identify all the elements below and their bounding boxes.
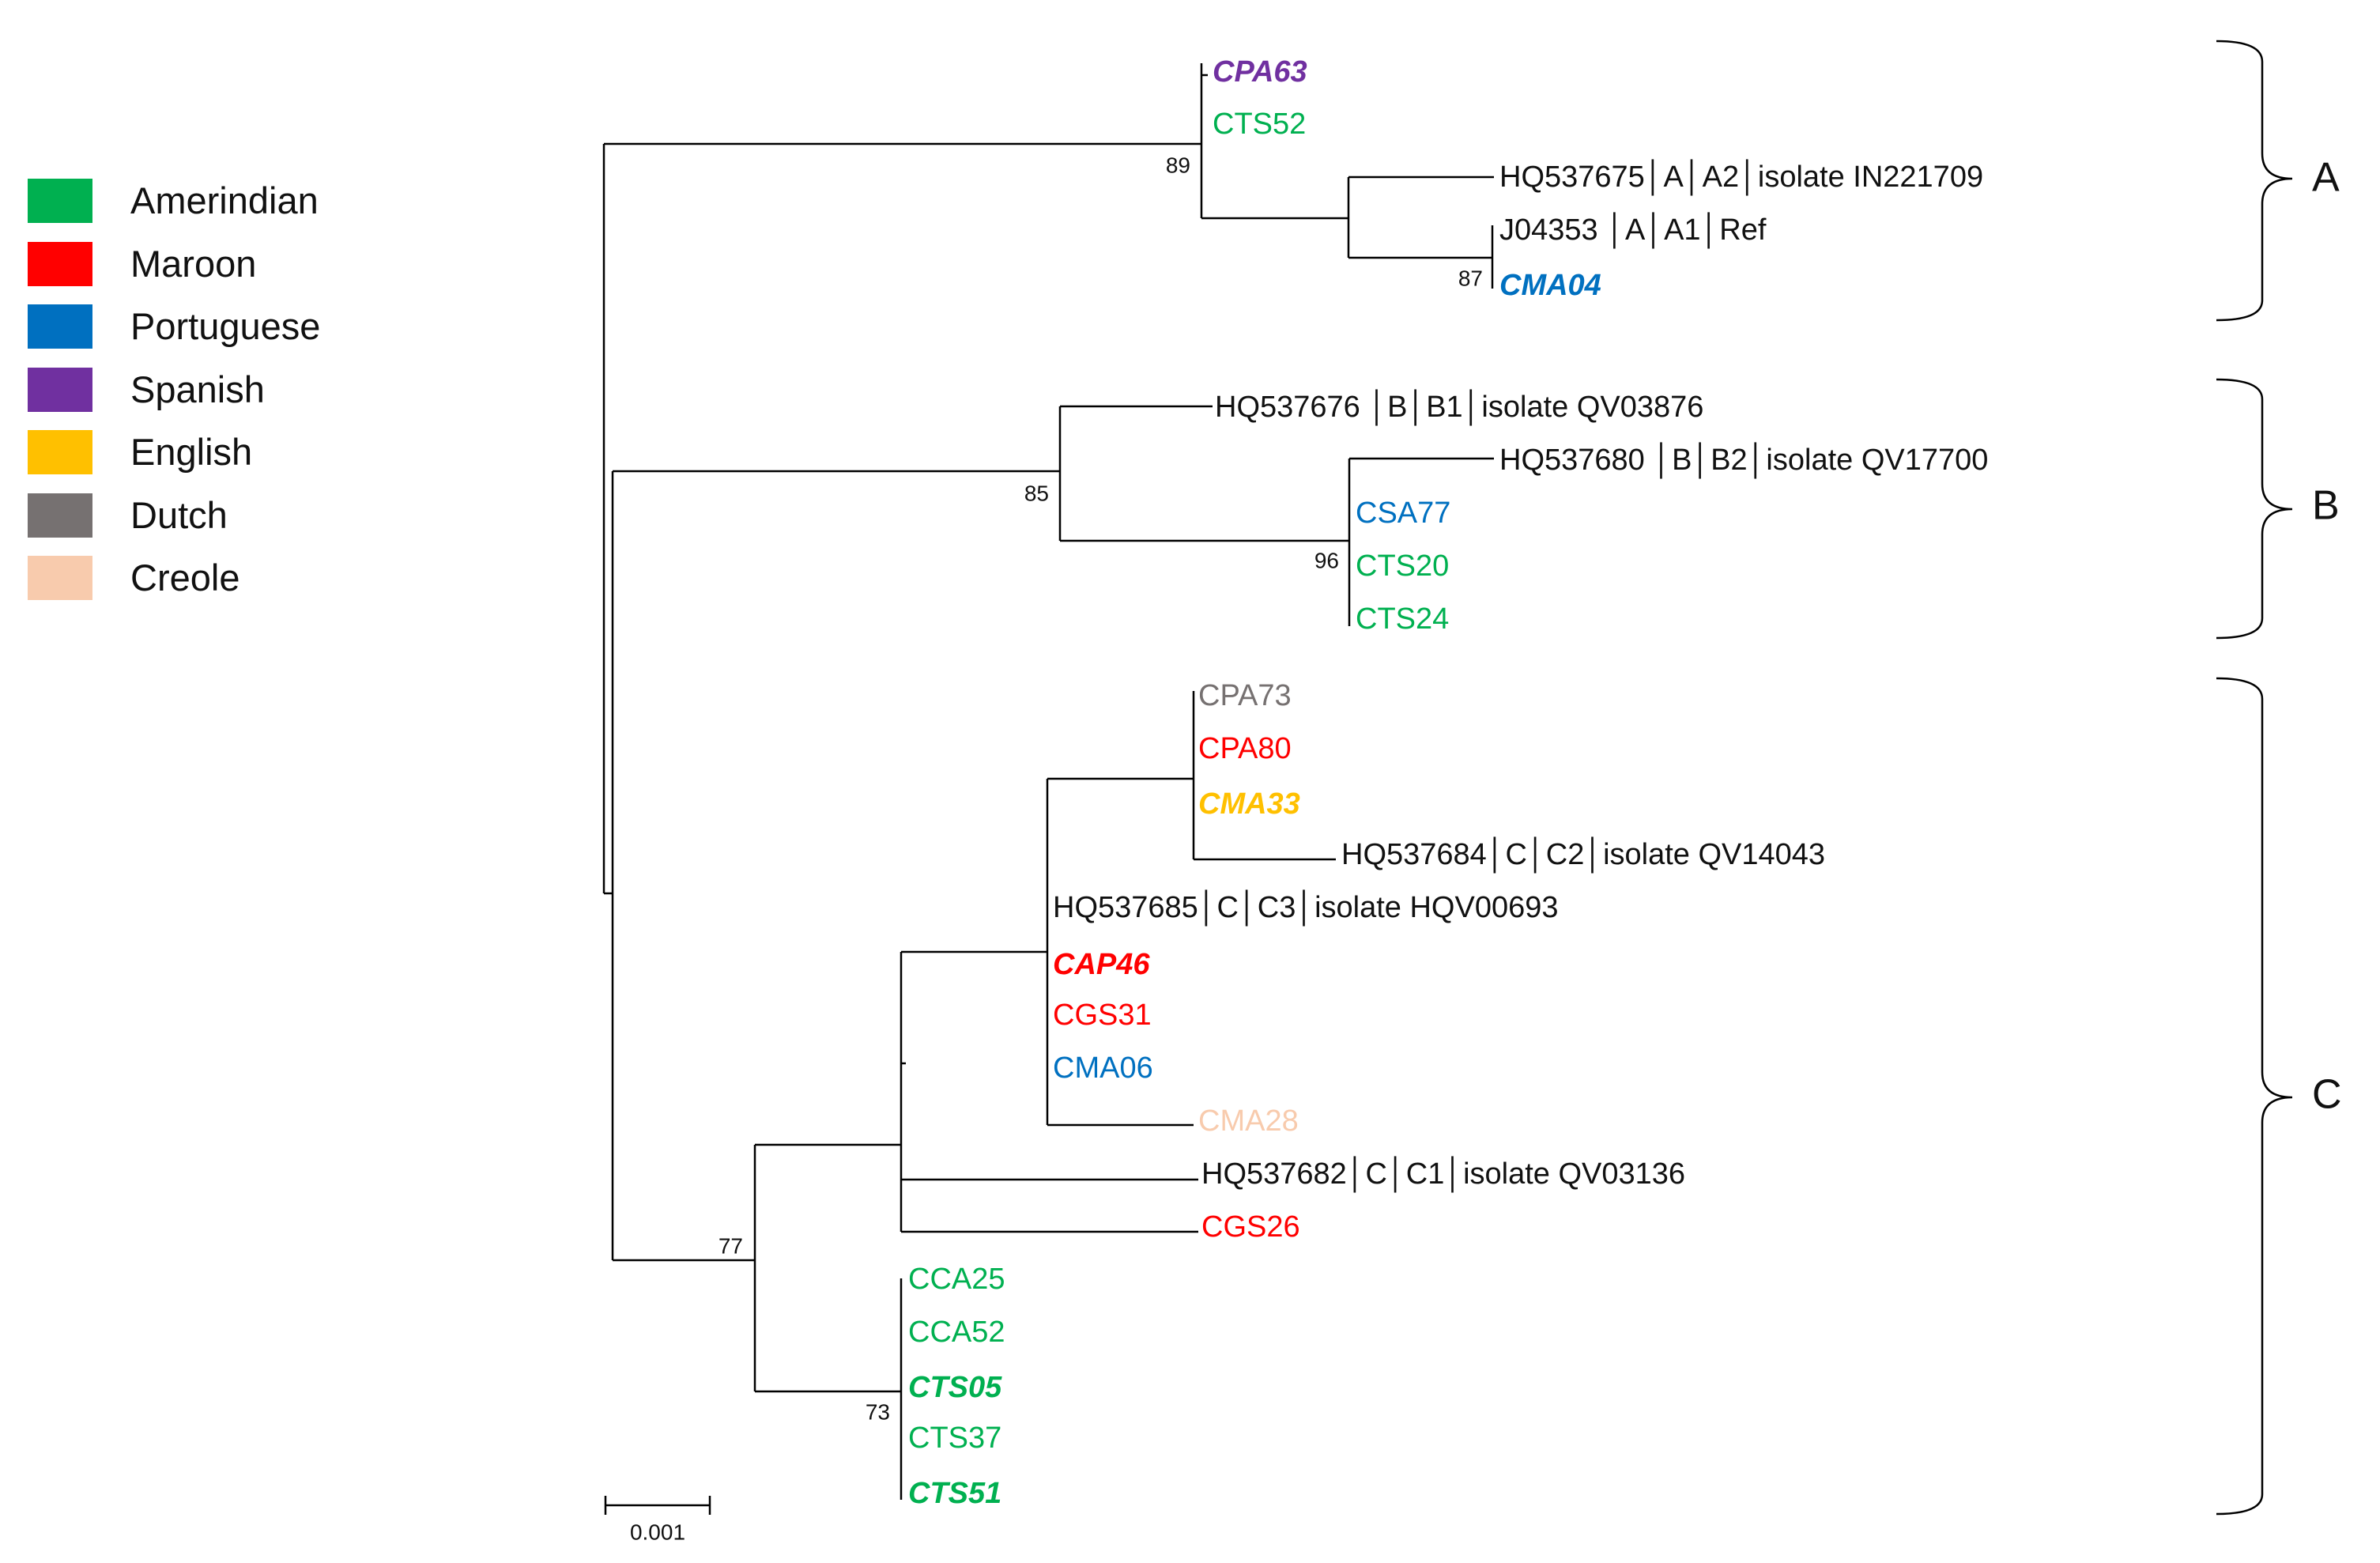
- legend-label-portuguese: Portuguese: [130, 305, 321, 347]
- clade-c-bracket: [2216, 677, 2293, 1516]
- leaf-label-j04353: J04353 │A│A1│Ref: [1499, 212, 1767, 249]
- clade-label-b: B: [2312, 483, 2340, 529]
- leaf-label-cgs31: CGS31: [1053, 999, 1152, 1032]
- leaf-label-cts05: CTS05: [908, 1371, 1002, 1404]
- bootstrap-value-96: 96: [1314, 548, 1339, 572]
- bootstrap-value-87: 87: [1458, 266, 1483, 290]
- leaf-label-cma28: CMA28: [1198, 1104, 1299, 1138]
- leaf-label-cts52: CTS52: [1213, 108, 1306, 141]
- leaf-label-cpa80: CPA80: [1198, 732, 1292, 765]
- leaf-label-cts20: CTS20: [1356, 549, 1449, 583]
- leaf-label-cpa73: CPA73: [1198, 679, 1292, 712]
- legend-swatch-portuguese: [28, 304, 92, 349]
- clade-a-bracket: [2216, 40, 2293, 322]
- leaf-label-cap46: CAP46: [1053, 948, 1150, 981]
- clade-label-a: A: [2312, 155, 2340, 201]
- legend-label-amerindian: Amerindian: [130, 179, 319, 221]
- clade-label-c: C: [2312, 1072, 2342, 1118]
- leaf-label-hq537685: HQ537685│C│C3│isolate HQV00693: [1053, 889, 1559, 927]
- bootstrap-value-85: 85: [1024, 481, 1049, 505]
- leaf-label-cma06: CMA06: [1053, 1051, 1153, 1085]
- leaf-label-cpa63: CPA63: [1213, 55, 1307, 89]
- clade-b-bracket: [2216, 378, 2293, 640]
- leaf-label-cca25: CCA25: [908, 1263, 1005, 1296]
- legend-swatch-amerindian: [28, 179, 92, 223]
- legend-label-creole: Creole: [130, 557, 240, 598]
- legend-swatch-spanish: [28, 368, 92, 412]
- legend-swatch-dutch: [28, 493, 92, 538]
- scale-bar-label: 0.001: [630, 1520, 685, 1544]
- legend-label-english: English: [130, 431, 253, 473]
- leaf-label-cma04: CMA04: [1499, 269, 1601, 302]
- legend-label-dutch: Dutch: [130, 494, 228, 536]
- legend-swatch-maroon: [28, 242, 92, 286]
- bootstrap-value-77: 77: [719, 1233, 743, 1258]
- leaf-label-csa77: CSA77: [1356, 496, 1450, 530]
- legend-swatch-english: [28, 430, 92, 474]
- leaf-label-cgs26: CGS26: [1201, 1210, 1300, 1244]
- leaf-label-cts24: CTS24: [1356, 602, 1449, 636]
- legend-swatch-creole: [28, 556, 92, 600]
- bootstrap-value-73: 73: [866, 1399, 890, 1424]
- leaf-label-cma33: CMA33: [1198, 787, 1300, 821]
- leaf-label-hq537682: HQ537682│C│C1│isolate QV03136: [1201, 1156, 1685, 1193]
- tree-branches: [602, 40, 2293, 1516]
- leaf-label-cts51: CTS51: [908, 1477, 1001, 1510]
- legend-label-spanish: Spanish: [130, 368, 265, 410]
- leaf-label-hq537680: HQ537680 │B│B2│isolate QV17700: [1499, 442, 1988, 479]
- leaf-label-cca52: CCA52: [908, 1316, 1005, 1349]
- leaf-label-hq537676: HQ537676 │B│B1│isolate QV03876: [1215, 389, 1703, 426]
- bootstrap-value-89: 89: [1166, 153, 1190, 177]
- leaf-label-cts37: CTS37: [908, 1421, 1001, 1455]
- leaf-label-hq537684: HQ537684│C│C2│isolate QV14043: [1341, 836, 1825, 874]
- leaf-label-hq537675: HQ537675│A│A2│isolate IN221709: [1499, 159, 1983, 196]
- legend-label-maroon: Maroon: [130, 243, 257, 285]
